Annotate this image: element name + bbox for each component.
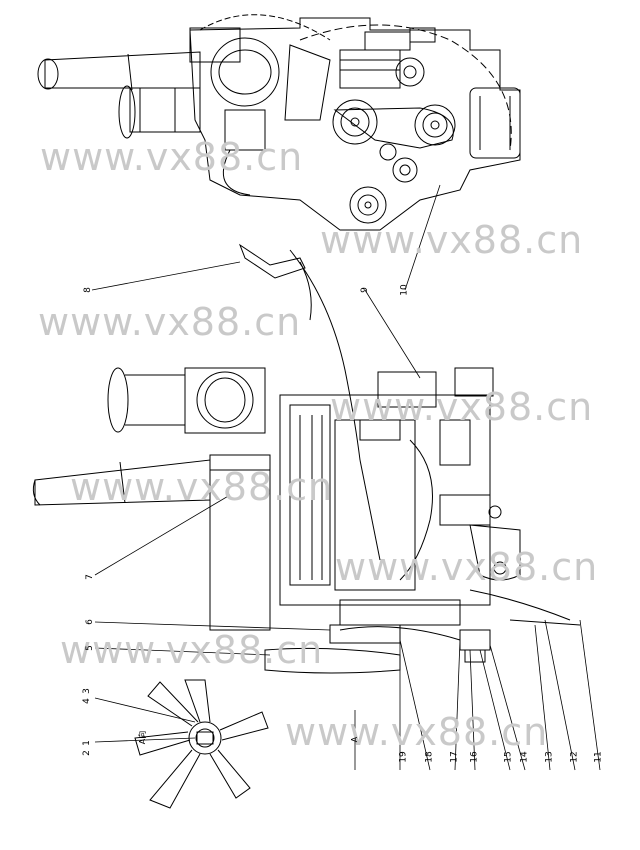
callout-label: 7 bbox=[84, 574, 95, 580]
callout-label: 6 bbox=[84, 619, 95, 625]
callout-label: 10 bbox=[399, 284, 410, 296]
callout-label: 11 bbox=[593, 751, 604, 763]
callout-label: 17 bbox=[449, 751, 460, 763]
callout-label: 8 bbox=[82, 287, 93, 293]
watermark: www.vx88.cn bbox=[320, 218, 584, 262]
callout-label: 19 bbox=[398, 751, 409, 763]
callout-label: 4 bbox=[81, 698, 92, 704]
callout-label: 15 bbox=[503, 751, 514, 763]
callout-label: 1 bbox=[81, 740, 92, 746]
callout-label: 3 bbox=[81, 688, 92, 694]
engine-side-view bbox=[32, 243, 581, 674]
callout-label: 2 bbox=[81, 750, 92, 756]
callout-label: 5 bbox=[84, 645, 95, 651]
callout-label: 9 bbox=[359, 287, 370, 293]
engine-top-view bbox=[37, 14, 521, 231]
callout-label: 18 bbox=[424, 751, 435, 763]
watermark: www.vx88.cn bbox=[40, 135, 304, 179]
callout-label: 12 bbox=[569, 751, 580, 763]
leader-lines bbox=[91, 184, 601, 771]
watermark: www.vx88.cn bbox=[70, 465, 334, 509]
watermark: www.vx88.cn bbox=[330, 385, 594, 429]
watermark: www.vx88.cn bbox=[285, 710, 549, 754]
view-direction-marker: A bbox=[350, 736, 360, 743]
watermark: www.vx88.cn bbox=[335, 545, 599, 589]
callout-label: 16 bbox=[469, 751, 480, 763]
watermark: www.vx88.cn bbox=[60, 628, 324, 672]
callout-label: 13 bbox=[544, 751, 555, 763]
fan-view bbox=[134, 679, 269, 809]
view-direction-label: A向 bbox=[138, 730, 148, 745]
callout-label: 14 bbox=[519, 751, 530, 763]
watermark: www.vx88.cn bbox=[38, 300, 302, 344]
